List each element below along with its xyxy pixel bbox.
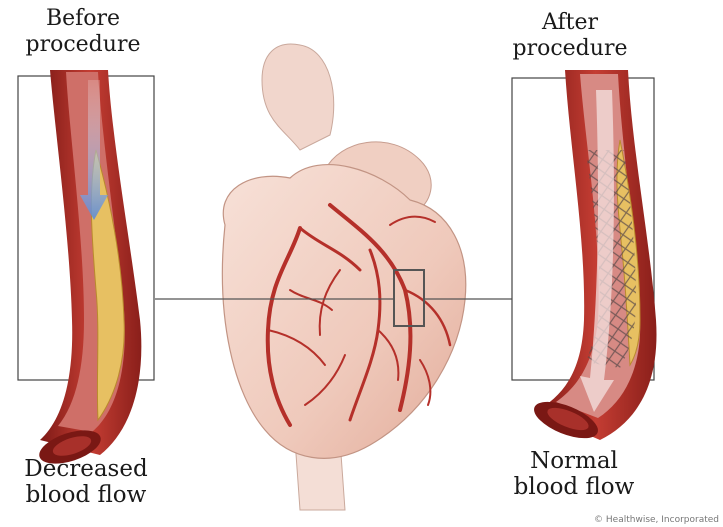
aorta-shape bbox=[262, 44, 334, 150]
copyright-credit: © Healthwise, Incorporated bbox=[594, 515, 719, 525]
heart-illustration bbox=[222, 44, 465, 510]
heart-body bbox=[222, 165, 465, 459]
